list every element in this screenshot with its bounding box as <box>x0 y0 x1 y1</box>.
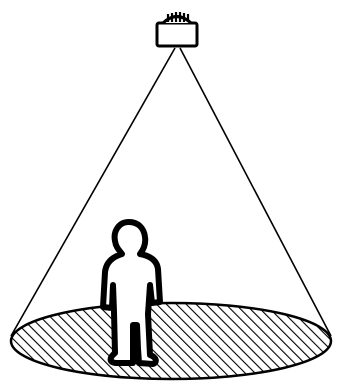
cone-right-edge <box>180 48 331 336</box>
detection-area <box>11 303 331 379</box>
ceiling-sensor-device <box>157 12 197 46</box>
detection-cone <box>11 48 331 336</box>
